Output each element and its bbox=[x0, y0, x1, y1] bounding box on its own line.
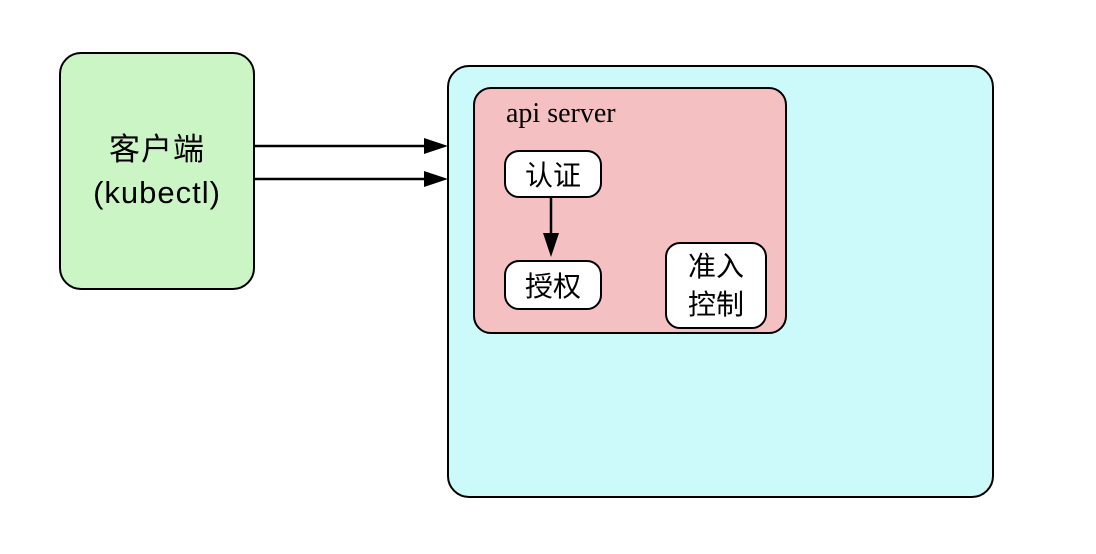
client-label-line2: (kubectl) bbox=[93, 175, 221, 210]
client-label-line1: 客户端 bbox=[109, 132, 205, 167]
authorization-node: 授权 bbox=[504, 260, 602, 310]
authentication-label: 认证 bbox=[524, 160, 581, 191]
admission-control-label: 准入 控制 bbox=[688, 248, 744, 324]
authentication-node: 认证 bbox=[504, 150, 602, 198]
admission-control-line2: 控制 bbox=[687, 288, 744, 320]
authorization-label: 授权 bbox=[524, 271, 581, 302]
admission-control-line1: 准入 bbox=[687, 250, 744, 282]
api-server-group: api server 认证 授权 准入 控制 bbox=[473, 87, 787, 334]
arrow-client-to-apiserver-top-icon bbox=[255, 138, 448, 154]
api-server-title: api server bbox=[506, 98, 616, 129]
client-node: 客户端 (kubectl) bbox=[59, 52, 255, 290]
arrow-client-to-apiserver-bottom-icon bbox=[255, 171, 448, 187]
admission-control-node: 准入 控制 bbox=[665, 242, 767, 329]
client-label: 客户端 (kubectl) bbox=[93, 128, 221, 214]
